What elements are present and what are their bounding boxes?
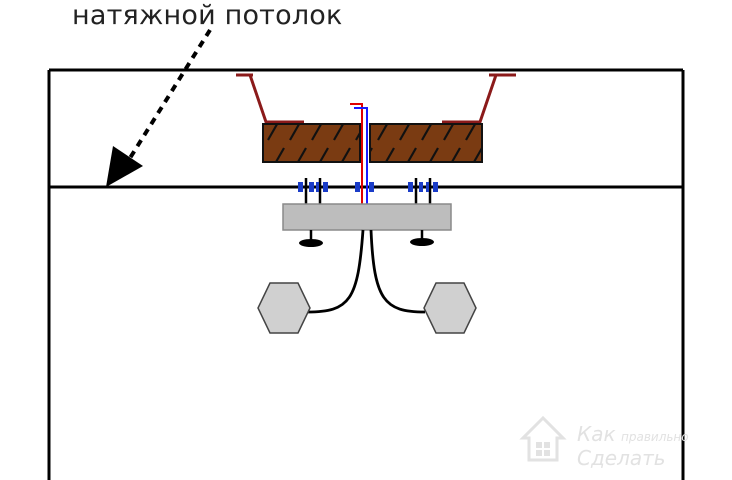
house-logo-icon [519,415,567,462]
screw-right-inner [408,178,423,204]
lamp-arm-right [369,229,426,314]
screw-left-inner [316,178,328,204]
watermark-line2: Сделать [577,446,666,470]
bulb-right [423,282,477,334]
dashed-arrow-icon [106,28,212,187]
right-bracket [442,73,516,124]
watermark-line1-small: правильно [621,430,689,444]
watermark: Как правильно Сделать [519,415,689,470]
screw-right-outer [426,178,438,204]
wood-block-left [262,123,361,163]
power-wires [350,103,368,204]
fixture-mount-plate [282,203,452,231]
watermark-line1: Как [577,422,616,446]
lamp-arm-left [306,229,365,314]
bulb-left [257,282,311,334]
nut-right [410,230,434,246]
left-bracket [236,73,304,124]
stretch-ceiling-label: натяжной потолок [72,0,343,31]
wood-block-right [369,123,483,163]
screw-center [355,182,374,192]
nut-left [299,230,323,247]
screw-left-outer [298,178,314,204]
room-outline [47,68,685,480]
